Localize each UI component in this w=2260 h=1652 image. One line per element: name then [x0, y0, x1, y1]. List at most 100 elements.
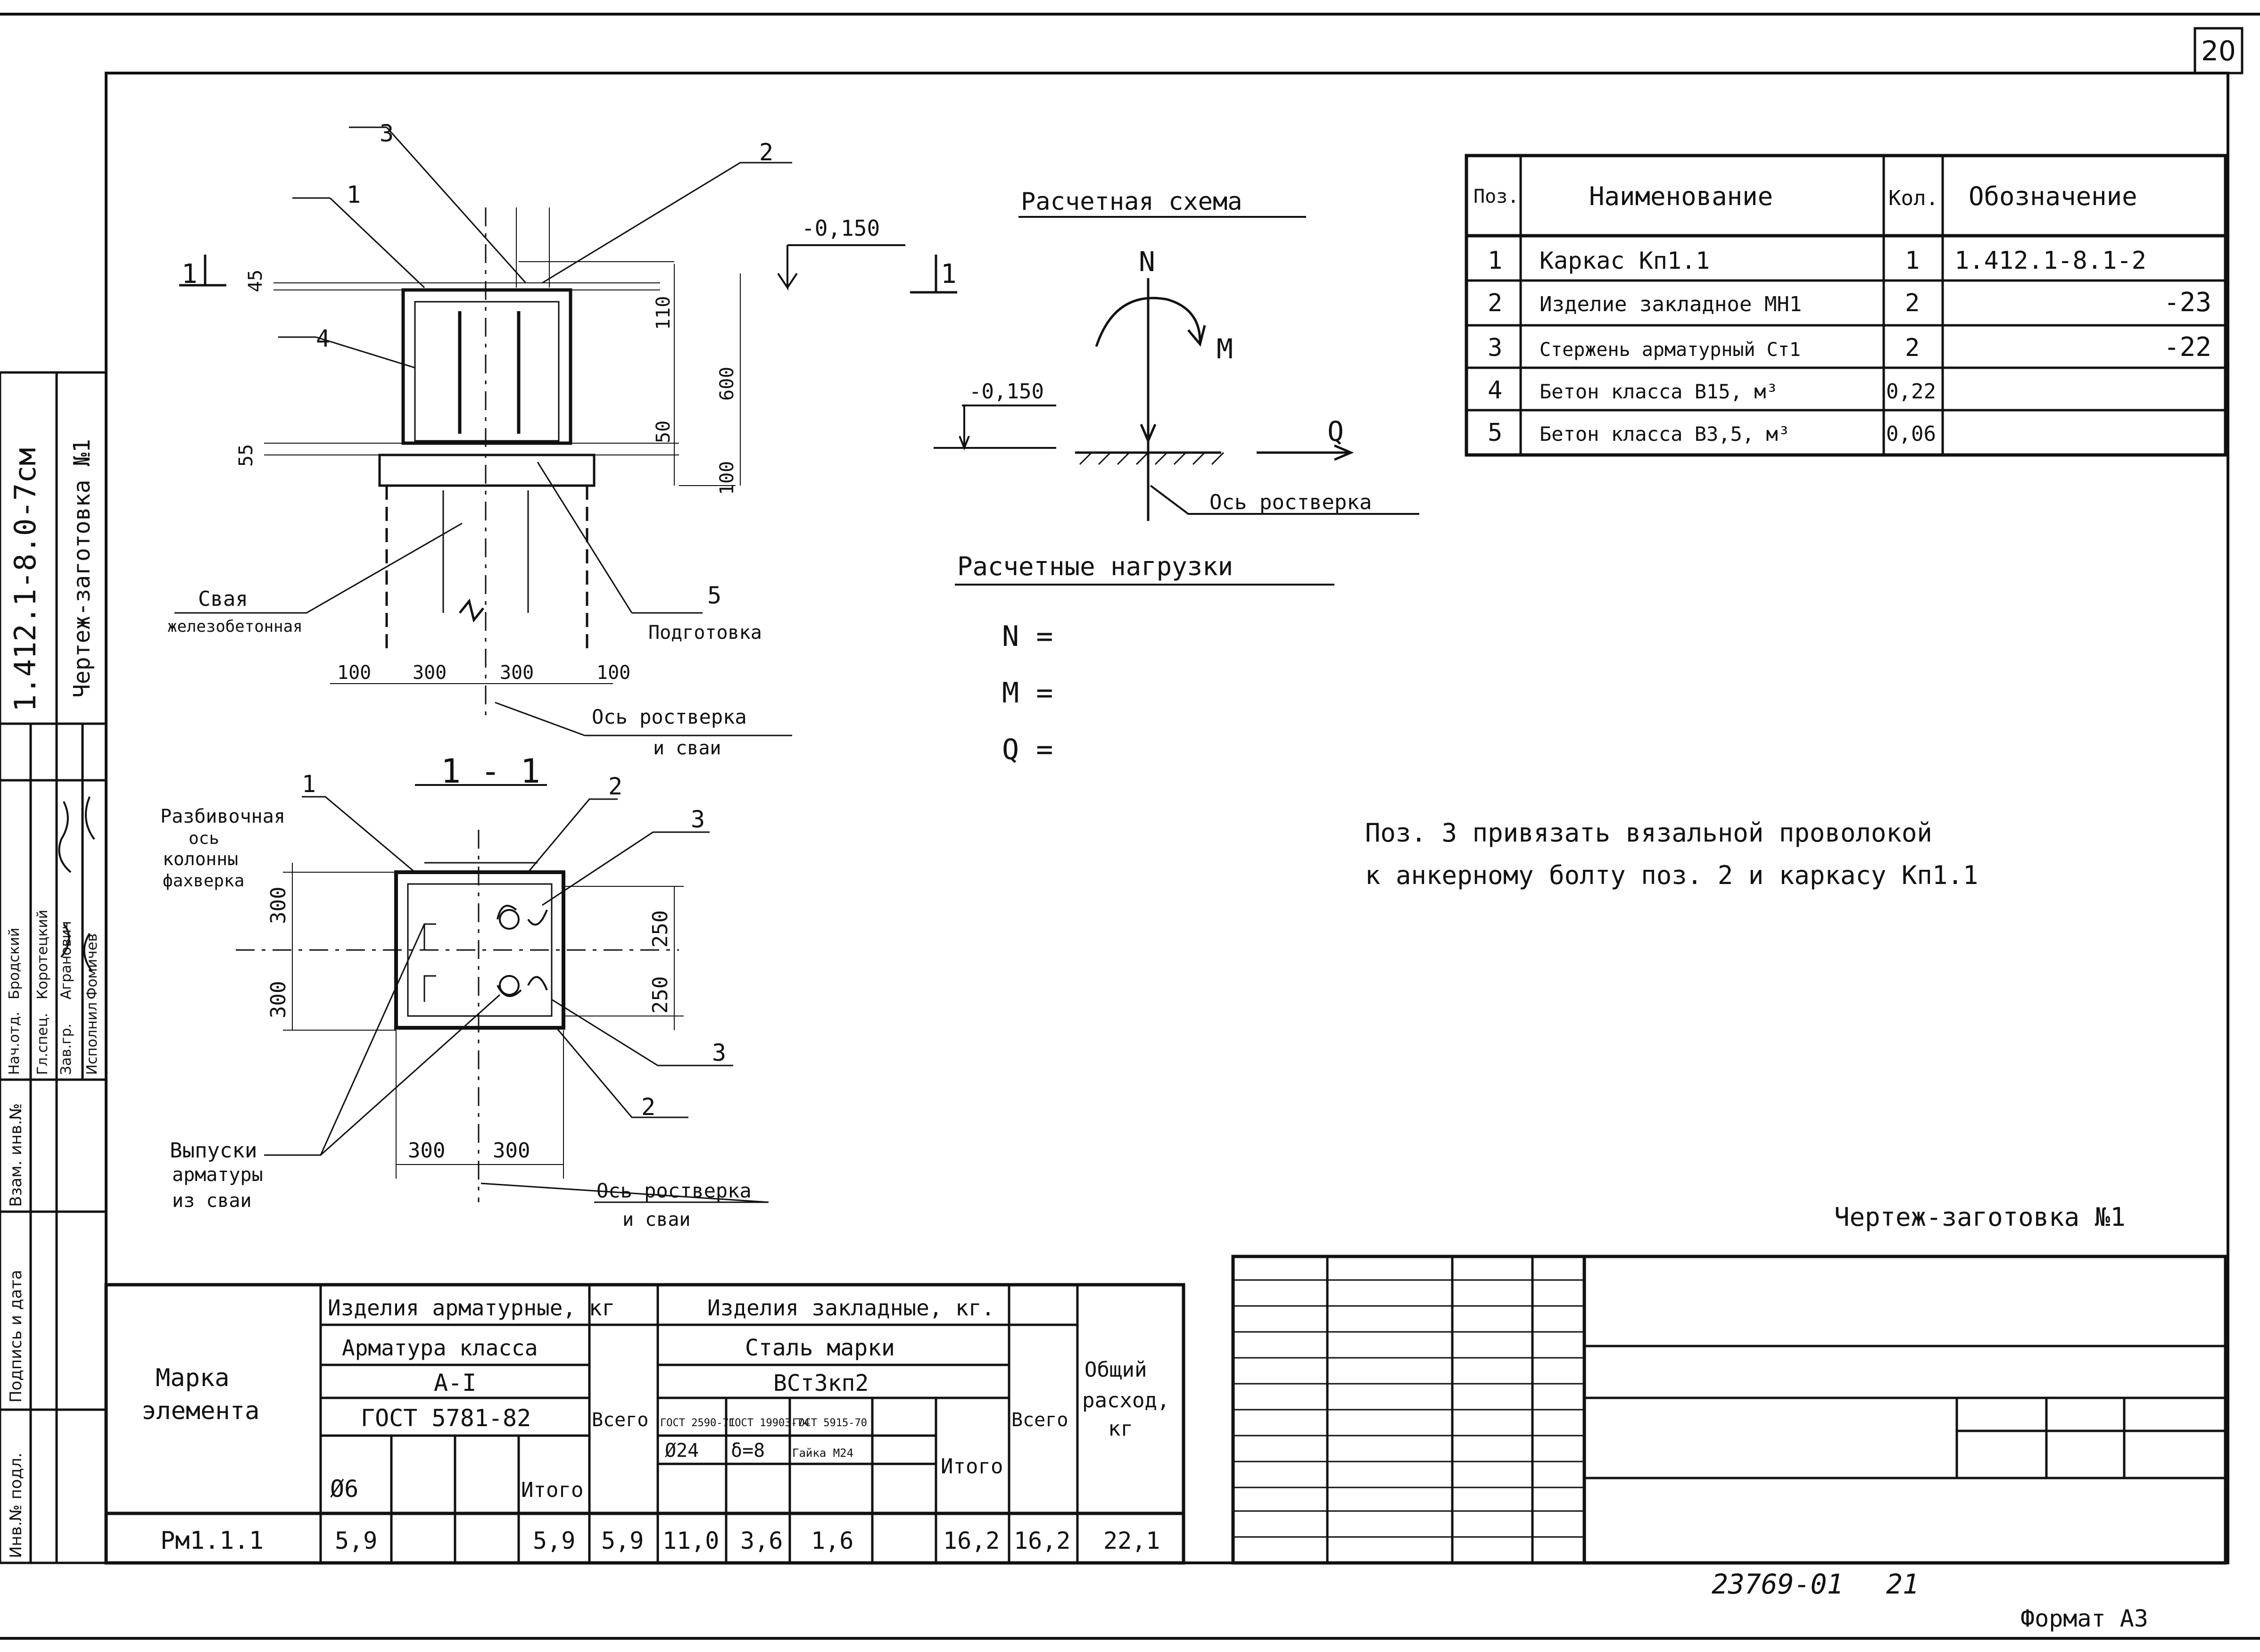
steel-row-v8: 1,6 — [811, 1527, 853, 1554]
spec-r2-qty: 2 — [1905, 289, 1920, 317]
load-n: N = — [1002, 620, 1053, 653]
spec-header-code: Обозначение — [1969, 182, 2137, 211]
prep-label: Подготовка — [648, 622, 762, 644]
steel-row-mark: Рм1.1.1 — [160, 1527, 264, 1555]
plan-section-mark-right: 1 — [941, 259, 957, 289]
section-axis-label-1: Ось ростверка — [596, 1179, 752, 1202]
steel-mark-1: Марка — [156, 1364, 230, 1392]
bottom-code-2: 21 — [1886, 1568, 1919, 1600]
section-callout-2: 2 — [608, 773, 622, 800]
steel-total1: Всего — [592, 1409, 648, 1431]
plan-elevation: -0,150 — [802, 215, 880, 241]
steel-size-1: Ø24 — [665, 1440, 699, 1462]
spec-r1-pos: 1 — [1488, 247, 1502, 275]
steel-overall-3: кг — [1108, 1417, 1133, 1441]
rebar-label-1: Выпуски — [170, 1139, 257, 1163]
pile-label-2: железобетонная — [167, 617, 303, 636]
steel-rebar-col-itogo: Итого — [521, 1478, 583, 1502]
column-axis-4: фахверка — [163, 871, 244, 891]
section-view — [236, 784, 769, 1203]
section-dim-bottom-2: 300 — [493, 1139, 530, 1163]
plan-dim-v-3: 600 — [716, 367, 738, 401]
note-line-2: к анкерному болту поз. 2 и каркасу Кп1.1 — [1365, 860, 1978, 890]
plan-dim-h-2: 300 — [413, 662, 447, 684]
scheme-title: Расчетная схема — [1021, 188, 1242, 216]
steel-rebar-gost: ГОСТ 5781-82 — [361, 1404, 531, 1432]
plan-axis-label-2: и сваи — [653, 737, 721, 759]
stamp-role-4: Исполнил — [84, 1002, 100, 1075]
steel-row-v1: 5,9 — [335, 1527, 377, 1554]
spec-header-pos: Поз. — [1474, 186, 1519, 207]
rebar-label-3: из сваи — [172, 1190, 252, 1212]
stamp-role-1: Нач.отд. — [6, 1012, 23, 1075]
scheme-force-m: M — [1217, 333, 1233, 365]
spec-table — [1465, 154, 2227, 457]
spec-r1-qty: 1 — [1905, 247, 1920, 275]
steel-row-v10: 16,2 — [943, 1527, 1000, 1554]
steel-table — [104, 1283, 1185, 1565]
spec-r3-code: -22 — [2164, 332, 2211, 363]
loads-title: Расчетные нагрузки — [957, 552, 1233, 581]
plan-dim-v-2: 110 — [653, 296, 674, 330]
plan-callout-3: 3 — [380, 120, 394, 147]
plan-view — [174, 126, 957, 736]
steel-grade: ВСт3кп2 — [773, 1370, 869, 1396]
spec-r2-code: -23 — [2164, 287, 2211, 318]
stamp-name-4: Фомичев — [84, 933, 100, 999]
spec-r5-pos: 5 — [1488, 419, 1502, 447]
title-note: Чертеж-заготовка №1 — [1834, 1202, 2126, 1232]
steel-group2: Изделия закладные, кг. — [707, 1295, 994, 1321]
stamp-field-1: Взам. инв.№ — [7, 1103, 25, 1207]
stamp-field-3: Инв.№ подл. — [7, 1453, 25, 1558]
scheme-force-q: Q — [1327, 415, 1344, 447]
plan-dim-h-4: 100 — [596, 662, 630, 684]
section-callout-1: 1 — [302, 770, 316, 798]
section-title: 1 - 1 — [441, 752, 540, 791]
section-dim-left-2: 300 — [266, 981, 290, 1018]
steel-size-3: Гайка М24 — [792, 1446, 853, 1460]
spec-r4-name: Бетон класса В15, м³ — [1540, 380, 1778, 403]
column-axis-3: колонны — [163, 849, 238, 869]
steel-gost-1: ГОСТ 2590-71 — [660, 1417, 735, 1429]
spec-r4-pos: 4 — [1488, 376, 1502, 405]
section-callout-3a: 3 — [691, 806, 705, 833]
stamp-sheet-name: Чертеж-заготовка №1 — [69, 439, 95, 698]
spec-r1-code: 1.412.1-8.1-2 — [1954, 247, 2146, 275]
plan-callout-5: 5 — [707, 582, 721, 609]
spec-r4-qty: 0,22 — [1886, 380, 1936, 404]
steel-gost-2: ГОСТ 19903-74 — [728, 1417, 810, 1429]
plan-dim-v-1: 45 — [245, 270, 266, 292]
steel-grade-label: Сталь марки — [745, 1335, 895, 1361]
steel-row-v7: 3,6 — [740, 1527, 783, 1554]
pile-label-1: Свая — [198, 587, 248, 611]
section-axis-label-2: и сваи — [622, 1209, 691, 1231]
spec-r3-qty: 2 — [1905, 334, 1920, 362]
steel-rebar-col-1: Ø6 — [330, 1475, 358, 1503]
plan-callout-2: 2 — [759, 139, 773, 166]
steel-total2: Всего — [1011, 1409, 1068, 1431]
spec-r5-name: Бетон класса В3,5, м³ — [1540, 422, 1790, 446]
steel-rebar-grade: А-I — [434, 1369, 476, 1396]
load-m: M = — [1002, 677, 1053, 710]
load-q: Q = — [1002, 733, 1053, 766]
plan-dim-v-4: 50 — [653, 421, 674, 443]
plan-axis-label-1: Ось ростверка — [592, 705, 747, 728]
rebar-label-2: арматуры — [172, 1164, 263, 1186]
spec-header-qty: Кол. — [1888, 186, 1938, 210]
stamp-code: 1.412.1-8.0-7см — [8, 448, 42, 712]
plan-callout-1: 1 — [347, 181, 361, 208]
plan-section-mark-left: 1 — [182, 259, 198, 289]
plan-dim-v-6: 55 — [235, 444, 257, 467]
bottom-code-1: 23769-01 — [1712, 1568, 1843, 1600]
column-axis-2: ось — [189, 829, 219, 848]
side-stamp — [0, 371, 108, 1564]
plan-dim-h-3: 300 — [500, 662, 534, 684]
steel-gost-3: ГОСТ 5915-70 — [792, 1417, 867, 1429]
page-number-box: 20 — [2194, 27, 2243, 74]
spec-header-name: Наименование — [1589, 182, 1773, 211]
steel-itogo2: Итого — [941, 1454, 1003, 1479]
steel-mark-2: элемента — [141, 1397, 259, 1425]
signature-marks — [58, 796, 95, 972]
steel-overall-1: Общий — [1084, 1358, 1147, 1382]
